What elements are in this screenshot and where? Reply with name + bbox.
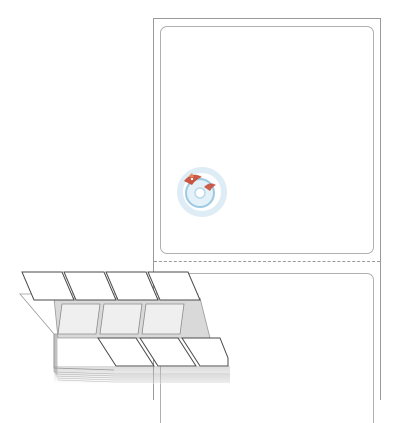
disc-fish-logo-icon bbox=[177, 167, 227, 217]
label-row-top bbox=[21, 271, 201, 301]
label-bottom-3 bbox=[181, 337, 229, 367]
label-row-middle bbox=[57, 303, 185, 335]
perforation-line bbox=[154, 261, 380, 262]
stack-base bbox=[54, 366, 230, 384]
label-top bbox=[160, 26, 374, 254]
label-top-4 bbox=[147, 271, 201, 301]
fanfold-label-stack bbox=[19, 271, 230, 384]
label-mid-1 bbox=[57, 303, 101, 335]
label-mid-2 bbox=[99, 303, 143, 335]
label-top-1 bbox=[21, 271, 75, 301]
label-top-2 bbox=[63, 271, 117, 301]
label-top-3 bbox=[105, 271, 159, 301]
label-row-bottom bbox=[97, 337, 229, 367]
label-mid-3 bbox=[141, 303, 185, 335]
